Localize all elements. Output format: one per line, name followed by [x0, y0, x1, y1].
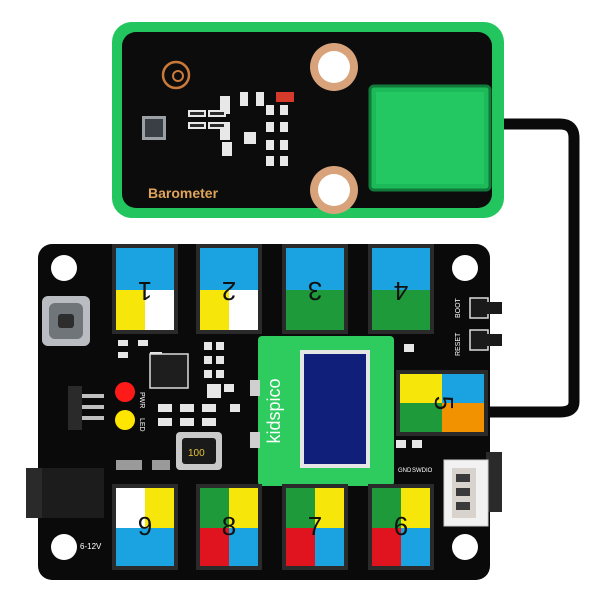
- port-3-number: 3: [308, 276, 322, 306]
- port-7-number: 7: [308, 511, 322, 541]
- port-8[interactable]: 8: [196, 484, 262, 570]
- port-7[interactable]: 7: [282, 484, 348, 570]
- port-5[interactable]: 5: [396, 370, 488, 436]
- oled-display: kidspico: [250, 336, 394, 486]
- port-4-number: 4: [394, 276, 408, 306]
- port-9[interactable]: 9: [112, 484, 178, 570]
- port-6-number: 6: [394, 511, 408, 541]
- barometer-module: Barometer: [112, 22, 504, 218]
- port-6[interactable]: 6: [368, 484, 434, 570]
- port-5-number: 5: [429, 396, 459, 410]
- port-1-number: 1: [138, 276, 152, 306]
- dc-power-jack[interactable]: [26, 468, 104, 518]
- reset-label: RESET: [455, 332, 462, 356]
- port-9-number: 9: [138, 511, 152, 541]
- reset-button[interactable]: [469, 329, 502, 351]
- port-2[interactable]: 2: [196, 244, 262, 334]
- brand-logo-icon: [161, 60, 191, 90]
- boot-button[interactable]: [469, 297, 502, 319]
- pin-header: [68, 386, 104, 430]
- user-led: [115, 410, 135, 430]
- gnd-label: GND: [398, 468, 412, 474]
- port-3[interactable]: 3: [282, 244, 348, 334]
- inductor-label: 100: [188, 448, 205, 459]
- port-1[interactable]: 1: [112, 244, 178, 334]
- voltage-label: 6-12V: [80, 542, 102, 551]
- brand-label: kidspico: [264, 378, 284, 443]
- port-2-number: 2: [222, 276, 236, 306]
- usb-c-port[interactable]: [42, 296, 90, 346]
- inductor: 100: [176, 432, 222, 470]
- connection-cable: [482, 118, 580, 418]
- port-4[interactable]: 4: [368, 244, 434, 334]
- led-label: LED: [138, 418, 145, 432]
- module-label: Barometer: [148, 185, 219, 201]
- pwr-label: PWR: [138, 392, 145, 408]
- boot-label: BOOT: [455, 297, 462, 318]
- swdio-label: SWDIO: [412, 468, 433, 474]
- port-8-number: 8: [222, 511, 236, 541]
- slide-switch[interactable]: [443, 459, 489, 527]
- power-led: [115, 382, 135, 402]
